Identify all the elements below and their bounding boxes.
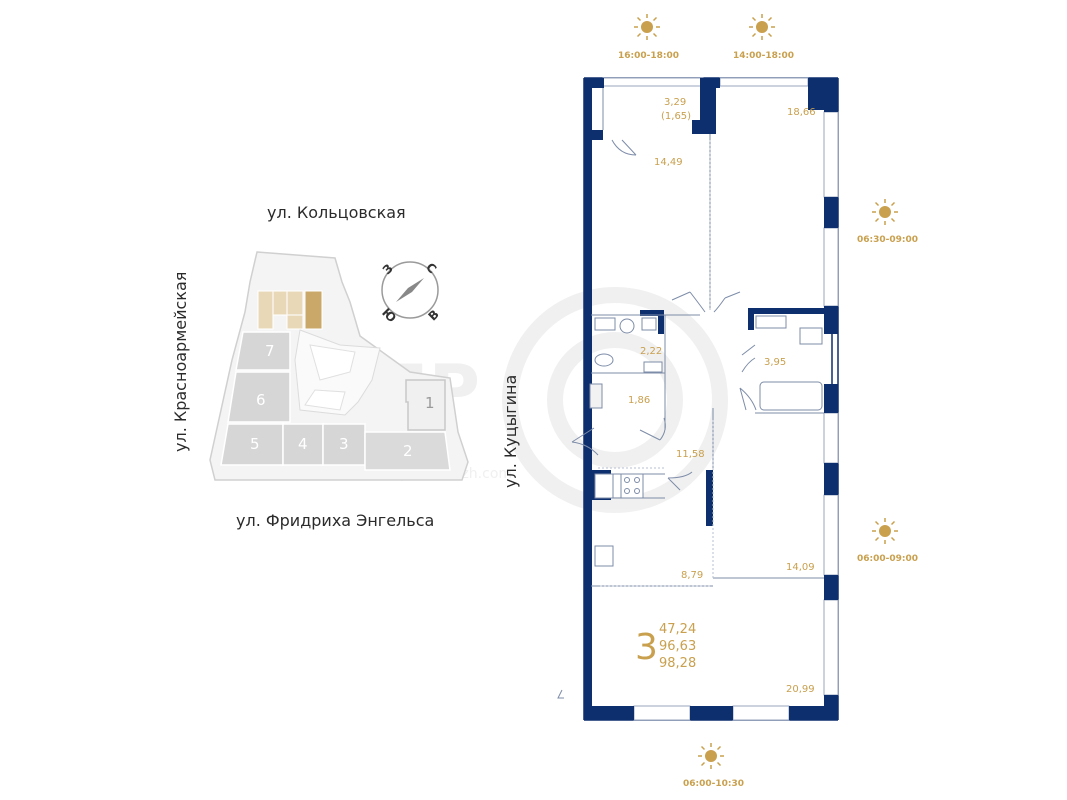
sun-icon <box>634 14 660 40</box>
toilet-fixture <box>619 318 635 334</box>
area-bedroom-top-left: 14,49 <box>654 157 683 168</box>
svg-text:06:30-09:00: 06:30-09:00 <box>857 235 918 245</box>
building-1-label: 1 <box>425 394 435 412</box>
street-east: ул. Куцыгина <box>501 375 520 488</box>
svg-text:В: В <box>426 307 442 323</box>
sun-icon <box>749 14 775 40</box>
sun-icon <box>698 743 724 769</box>
area-balcony: 3,29 <box>664 97 686 108</box>
svg-text:З: З <box>380 261 396 277</box>
svg-text:14:00-18:00: 14:00-18:00 <box>733 51 794 61</box>
sun-icon <box>872 199 898 225</box>
area-closet: 1,86 <box>628 395 650 406</box>
rooms-count: 3 <box>635 627 658 668</box>
toilet-fixture <box>594 353 614 367</box>
building-6-label: 6 <box>256 391 266 409</box>
sun-top-right: 14:00-18:00 <box>733 14 794 61</box>
selected-section[interactable] <box>304 290 323 330</box>
svg-text:Ю: Ю <box>379 306 399 326</box>
sun-right-upper: 06:30-09:00 <box>857 199 918 245</box>
building-3-label: 3 <box>339 435 349 453</box>
svg-text:06:00-10:30: 06:00-10:30 <box>683 779 744 789</box>
stove-fixture <box>620 473 644 499</box>
area-bedroom-top-right: 18,66 <box>787 107 816 118</box>
building-7-label: 7 <box>265 342 275 360</box>
building-5-label: 5 <box>250 435 260 453</box>
total-with-balcony: 98,28 <box>659 656 696 671</box>
area-kitchen: 8,79 <box>681 570 703 581</box>
area-hall: 11,58 <box>676 449 705 460</box>
compass-needle-icon <box>396 278 424 302</box>
svg-text:С: С <box>423 260 439 276</box>
entrance-mark-icon <box>557 689 564 699</box>
apartment-plan: 3,29 (1,65) 18,66 14,49 2,22 3,95 1,86 1… <box>557 77 839 721</box>
bathtub-fixture <box>759 381 823 411</box>
sink-fixture <box>594 317 616 331</box>
street-west: ул. Красноармейская <box>171 272 190 452</box>
living-area: 47,24 <box>659 622 696 637</box>
sun-icon <box>872 518 898 544</box>
svg-text:06:00-09:00: 06:00-09:00 <box>857 554 918 564</box>
area-bedroom-mid-right: 14,09 <box>786 562 815 573</box>
total-area: 96,63 <box>659 639 696 654</box>
street-south: ул. Фридриха Энгельса <box>236 511 434 530</box>
street-north: ул. Кольцовская <box>267 203 406 222</box>
area-bath-large: 3,95 <box>764 357 786 368</box>
building-4-label: 4 <box>298 435 308 453</box>
kitchen-sink-fixture <box>594 545 614 567</box>
site-map: 7 6 5 4 3 2 1 <box>209 251 469 481</box>
sun-top-left: 16:00-18:00 <box>618 14 679 61</box>
building-2-label: 2 <box>403 442 413 460</box>
area-living: 20,99 <box>786 684 815 695</box>
svg-text:16:00-18:00: 16:00-18:00 <box>618 51 679 61</box>
area-balcony-reduced: (1,65) <box>661 111 691 122</box>
sun-right-lower: 06:00-09:00 <box>857 518 918 564</box>
area-bath-small: 2,22 <box>640 346 662 357</box>
sun-bottom: 06:00-10:30 <box>683 743 744 789</box>
compass: С З В Ю <box>379 260 442 325</box>
